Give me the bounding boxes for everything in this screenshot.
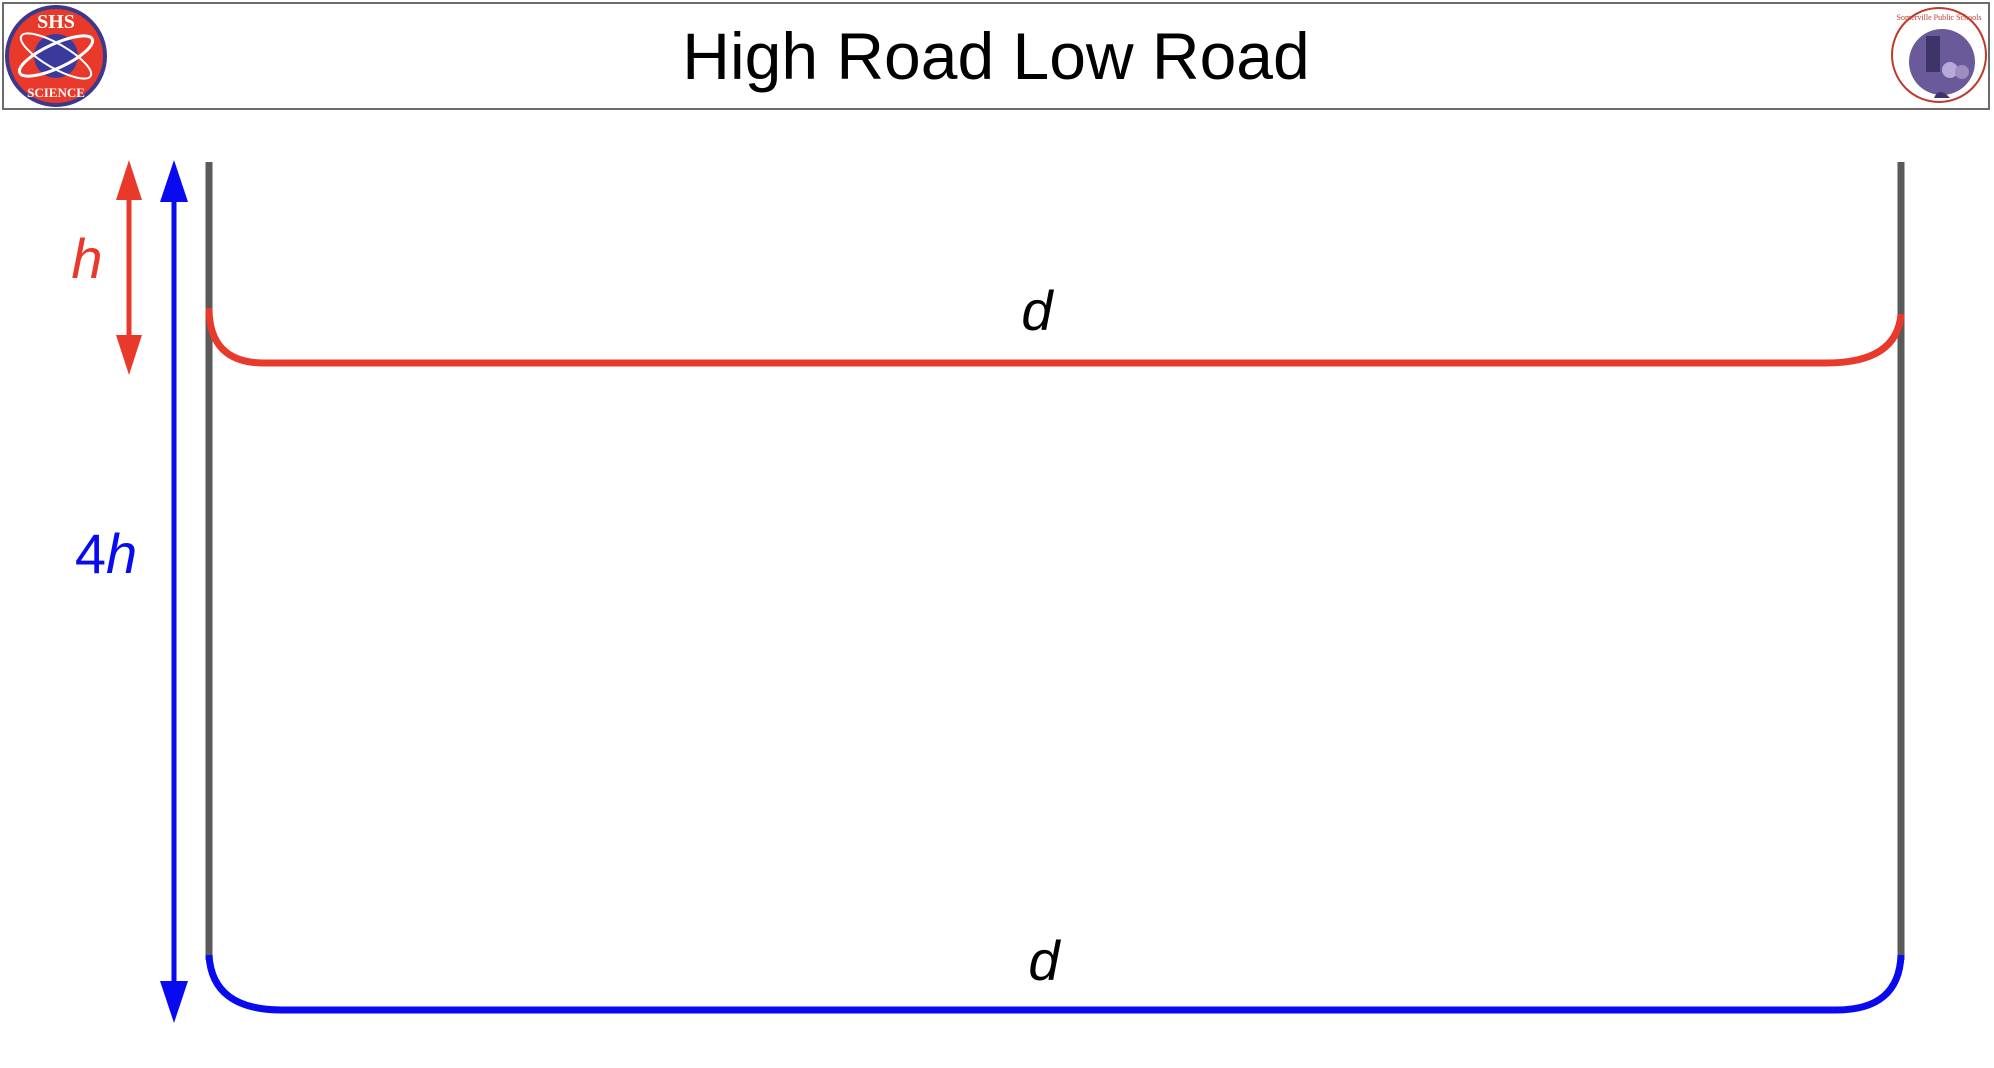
- header-bar: High Road Low Road: [2, 2, 1990, 110]
- low-road-distance-label: d: [1028, 929, 1061, 992]
- page-title: High Road Low Road: [682, 19, 1310, 93]
- high-height-arrowhead-top: [116, 160, 142, 200]
- low-height-arrowhead-top: [160, 160, 188, 202]
- low-road-track: [205, 954, 1905, 1014]
- low-height-label: 4h: [75, 522, 137, 585]
- somerville-public-schools-seal-icon: Somerville Public Schools: [1891, 7, 1987, 103]
- high-height-arrowhead-bottom: [116, 335, 142, 375]
- high-road-distance-label: d: [1021, 279, 1054, 342]
- high-height-label: h: [71, 227, 102, 290]
- low-height-arrowhead-bottom: [160, 981, 188, 1023]
- high-road-track: [205, 307, 1905, 367]
- logo-line2: SCIENCE: [27, 85, 85, 100]
- seal-text: Somerville Public Schools: [1897, 13, 1982, 22]
- logo-line1: SHS: [37, 11, 75, 33]
- shs-science-logo-icon: SHS SCIENCE: [5, 5, 107, 107]
